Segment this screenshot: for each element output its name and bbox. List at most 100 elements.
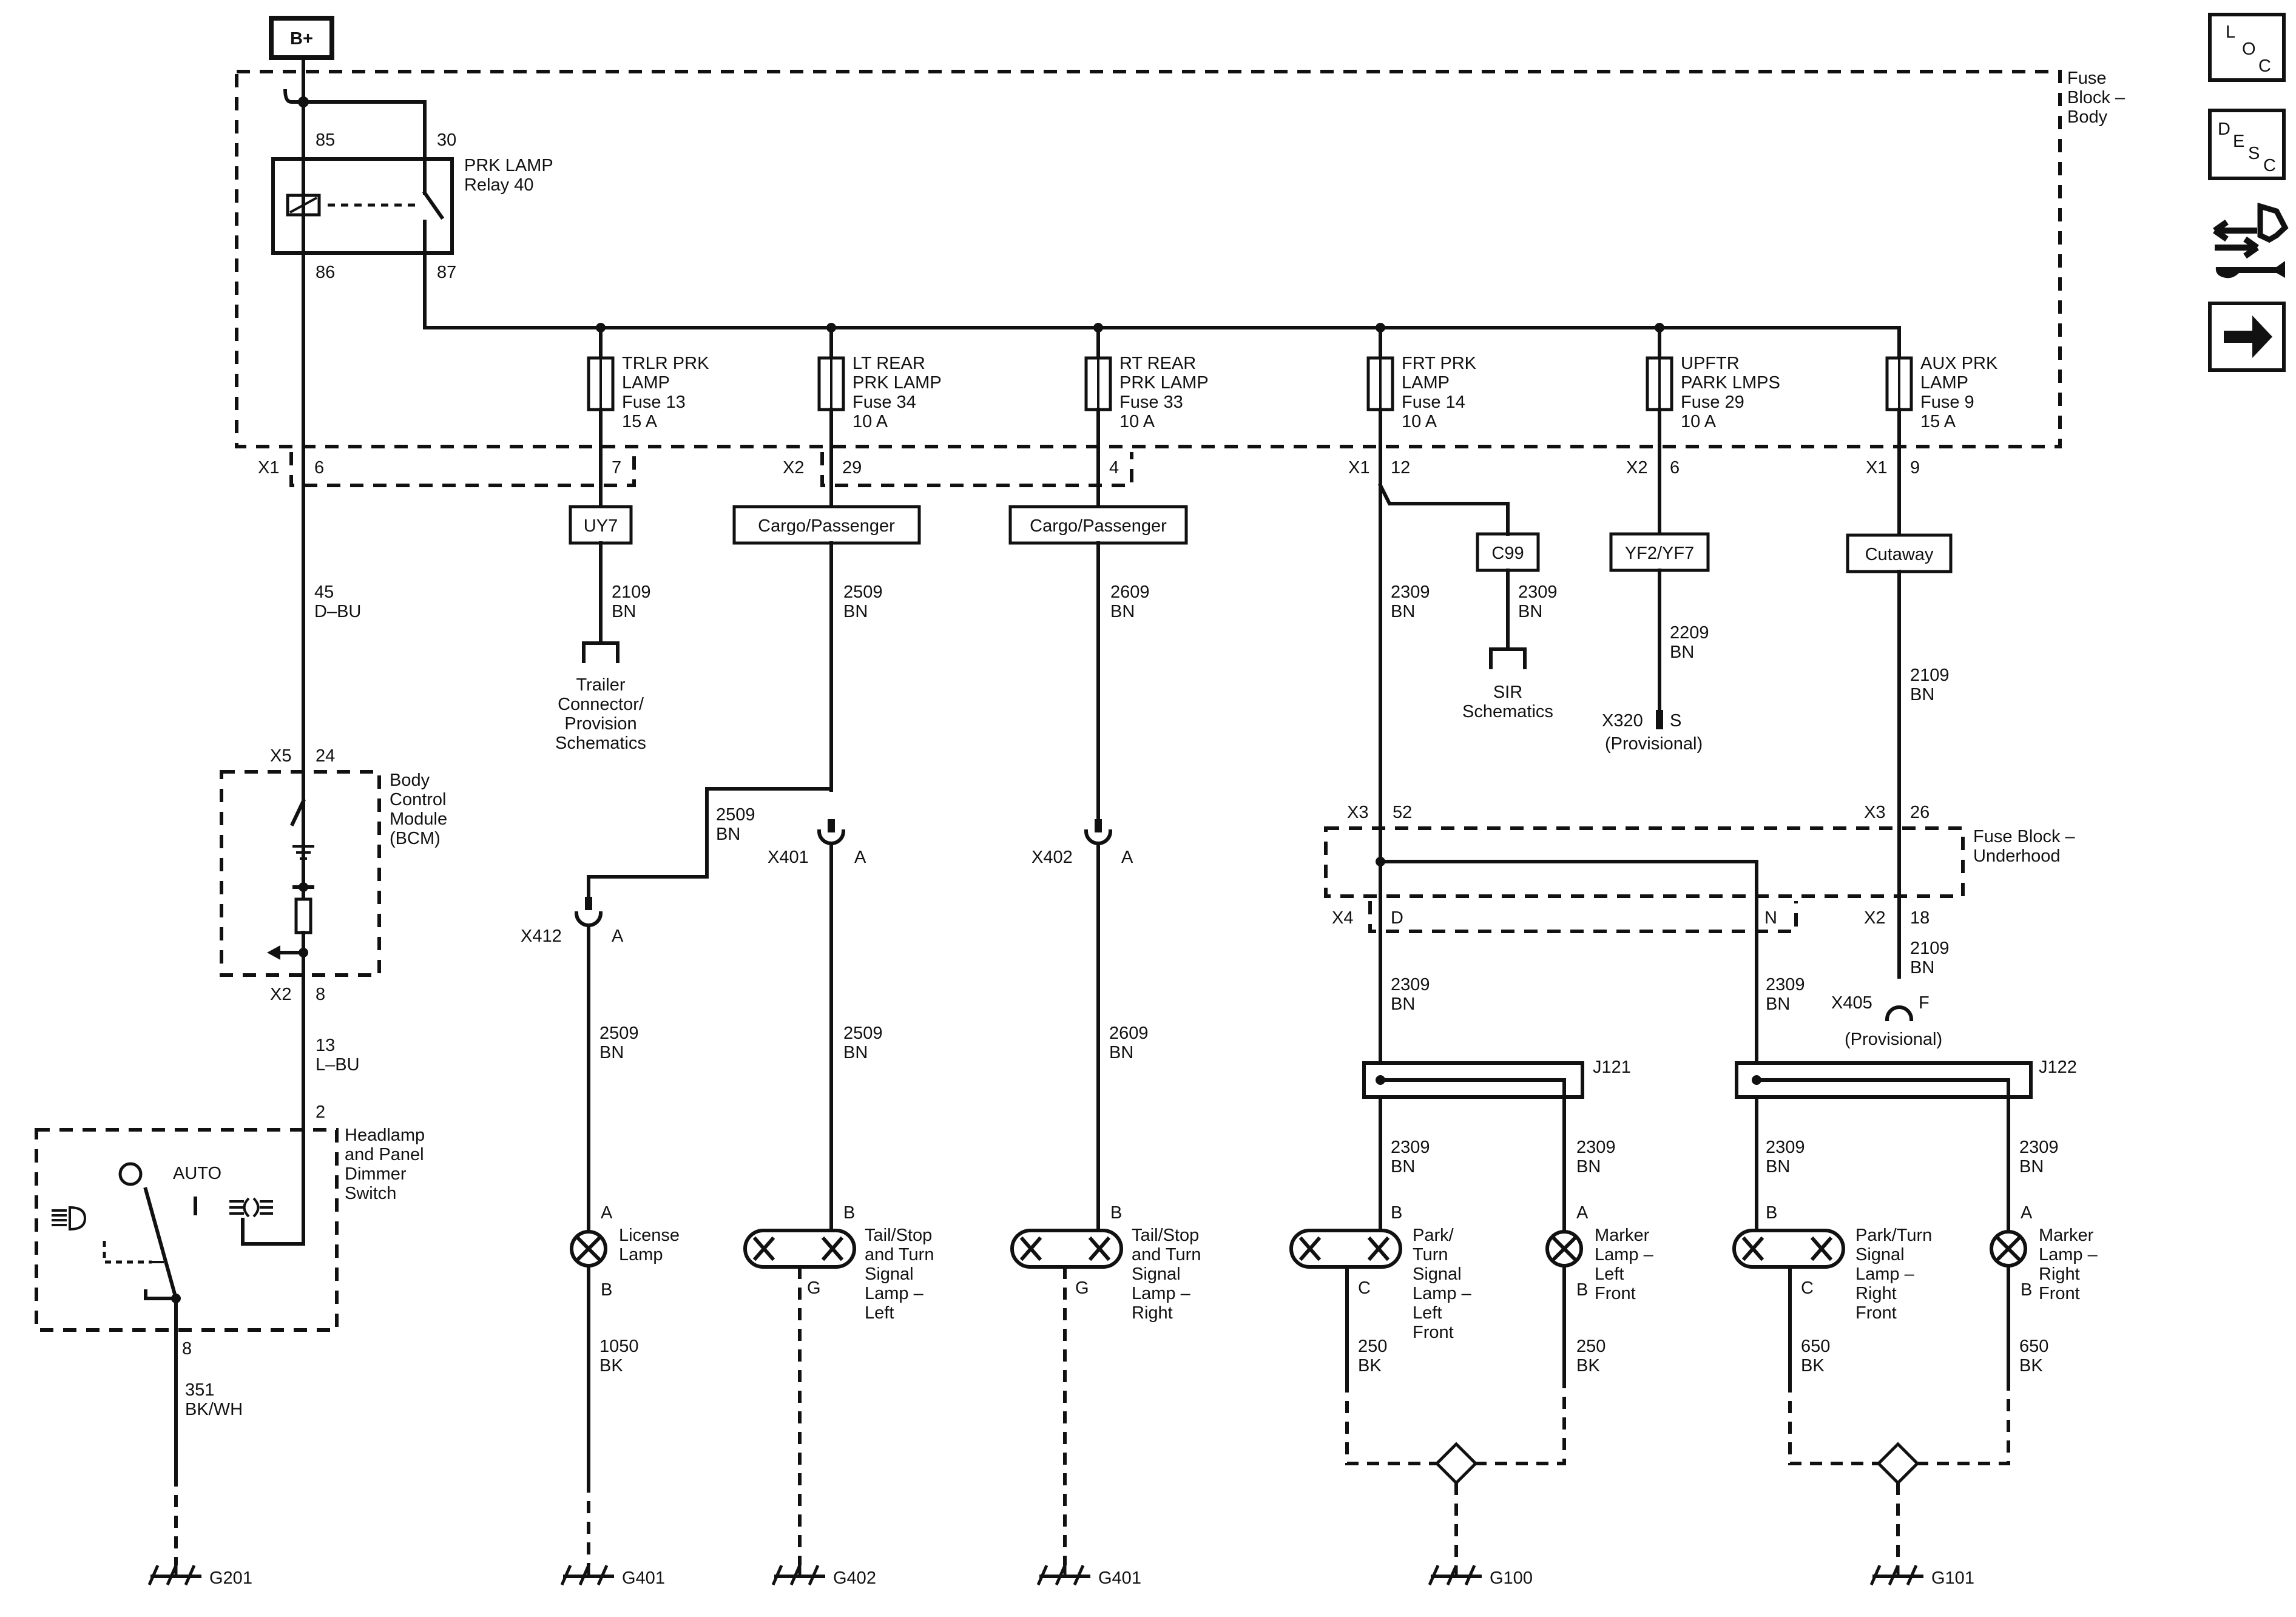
x1-label-a: X1 xyxy=(258,458,279,478)
ground-g401: G401 xyxy=(560,1564,665,1588)
license-pin-b: B xyxy=(601,1280,612,1300)
svg-text:C: C xyxy=(2263,156,2276,175)
ground-label: G100 xyxy=(1490,1568,1533,1588)
svg-text:Cutaway: Cutaway xyxy=(1865,545,1934,564)
svg-text:S: S xyxy=(2248,144,2260,163)
park-left-pin-b: B xyxy=(1391,1203,1402,1223)
x1-label-c: X1 xyxy=(1866,458,1887,478)
x1-pin-6: 6 xyxy=(314,458,324,478)
underhood-pin-n: N xyxy=(1764,908,1777,928)
bcm-pin-8: 8 xyxy=(316,985,325,1004)
svg-text:UY7: UY7 xyxy=(584,516,618,536)
location-view-button[interactable]: L O C xyxy=(2208,13,2286,82)
x412-pin: A xyxy=(612,927,624,946)
diagnostic-connector-icon[interactable] xyxy=(2213,202,2289,279)
underhood-x4: X4 xyxy=(1332,908,1353,928)
connector-x402: X402 A xyxy=(1032,819,1133,867)
parking-lamp-icon xyxy=(229,1197,273,1218)
x405-label: X405 xyxy=(1831,993,1872,1013)
ground-g401: G401 xyxy=(1036,1564,1141,1588)
switch-pin-2: 2 xyxy=(316,1102,325,1122)
auto-label: AUTO xyxy=(173,1164,221,1183)
fuse-block-underhood-label: Fuse Block –Underhood xyxy=(1973,827,2075,866)
pin-4: 4 xyxy=(1109,458,1119,478)
splice-diamond-g101 xyxy=(1876,1442,1920,1485)
next-page-button[interactable] xyxy=(2208,302,2286,372)
tail-left-pin-b: B xyxy=(843,1203,855,1223)
option-cargo-passenger-right: Cargo/Passenger xyxy=(1008,505,1188,545)
ground-g402: G402 xyxy=(771,1564,876,1588)
underhood-pin-52: 52 xyxy=(1393,803,1412,822)
splice-diamond-g100 xyxy=(1434,1442,1478,1485)
underhood-x3-a: X3 xyxy=(1347,803,1368,822)
b-plus-label: B+ xyxy=(290,29,313,49)
underhood-x2: X2 xyxy=(1864,908,1885,928)
option-cutaway: Cutaway xyxy=(1846,533,1953,573)
x320-provisional: (Provisional) xyxy=(1605,734,1703,754)
svg-text:E: E xyxy=(2233,132,2244,151)
x1-pin-12: 12 xyxy=(1391,458,1410,478)
marker-left-pin-b: B xyxy=(1576,1280,1588,1300)
x320-pin: S xyxy=(1670,711,1681,731)
x412-label: X412 xyxy=(521,927,562,946)
b-plus-supply: B+ xyxy=(269,16,334,60)
x401-label: X401 xyxy=(768,848,809,867)
splice-j122: J122 xyxy=(1735,1058,2077,1099)
marker-right-pin-b: B xyxy=(2021,1280,2032,1300)
x2-pin-6: 6 xyxy=(1670,458,1680,478)
auto-position-icon xyxy=(118,1162,143,1186)
x402-label: X402 xyxy=(1032,848,1073,867)
svg-text:C99: C99 xyxy=(1491,544,1524,563)
fuse-block-underhood: Fuse Block –Underhood X3 52 X3 26 X4 D N… xyxy=(1324,803,2075,933)
option-uy7: UY7 xyxy=(569,505,633,545)
underhood-x3-b: X3 xyxy=(1864,803,1885,822)
tail-right-pin-g: G xyxy=(1075,1278,1089,1298)
splice-j121: J121 xyxy=(1362,1058,1631,1099)
svg-text:O: O xyxy=(2242,39,2256,59)
svg-text:L: L xyxy=(2226,22,2235,42)
bcm-x2: X2 xyxy=(270,985,291,1004)
ground-label: G401 xyxy=(622,1568,665,1588)
description-view-button[interactable]: D E S C xyxy=(2208,109,2286,180)
bcm-pin-24: 24 xyxy=(316,746,335,766)
relay-pin-30: 30 xyxy=(437,130,456,150)
x1-label-b: X1 xyxy=(1348,458,1369,478)
tail-right-pin-b: B xyxy=(1110,1203,1122,1223)
svg-text:Cargo/Passenger: Cargo/Passenger xyxy=(1030,516,1167,536)
park-right-pin-b: B xyxy=(1766,1203,1777,1223)
x2-label-b: X2 xyxy=(1626,458,1647,478)
